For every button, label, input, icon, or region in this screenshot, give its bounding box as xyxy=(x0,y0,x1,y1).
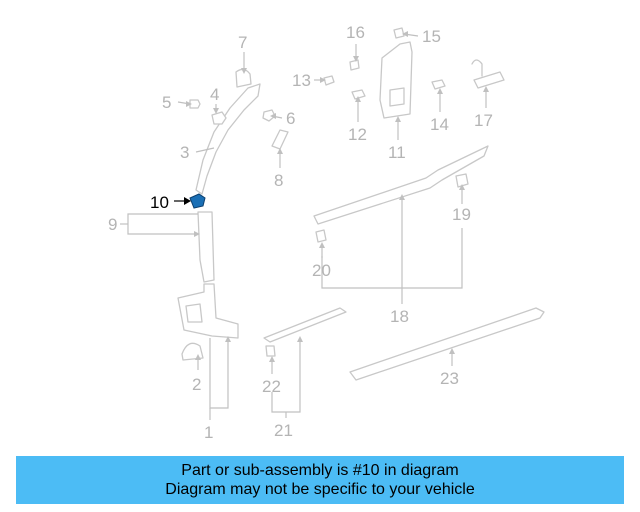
clip-part-15 xyxy=(393,27,405,39)
callout-23: 23 xyxy=(440,369,459,388)
callout-13: 13 xyxy=(292,71,311,90)
callout-2: 2 xyxy=(192,375,201,394)
callout-12: 12 xyxy=(348,125,367,144)
rocker-strip xyxy=(349,307,545,381)
callout-labels: 1 2 3 4 5 6 7 8 9 10 11 12 13 14 15 16 1… xyxy=(108,23,493,442)
callout-7: 7 xyxy=(238,33,247,52)
callout-9: 9 xyxy=(108,215,117,234)
callout-18: 18 xyxy=(390,307,409,326)
clip-part-19 xyxy=(455,173,469,188)
bolt-part-14 xyxy=(431,79,446,90)
bolt-part-5 xyxy=(189,99,201,109)
a-pillar-trim xyxy=(195,83,261,195)
clip-part-22 xyxy=(265,345,276,357)
parts-diagram: 1 2 3 4 5 6 7 8 9 10 11 12 13 14 15 16 1… xyxy=(108,23,545,442)
handle-bracket-17 xyxy=(471,59,483,77)
callout-16: 16 xyxy=(346,23,365,42)
handle-part-17 xyxy=(473,71,505,89)
callout-11: 11 xyxy=(388,143,406,162)
clip-part-6 xyxy=(262,109,276,122)
clip-part-2 xyxy=(181,342,204,361)
bracket-part-7 xyxy=(235,68,252,88)
b-pillar-slot xyxy=(389,87,405,107)
callout-14: 14 xyxy=(430,115,449,134)
clip-part-4 xyxy=(211,111,227,125)
banner-line-part-number: Part or sub-assembly is #10 in diagram xyxy=(181,462,459,479)
highlighted-clip-part-10[interactable] xyxy=(189,193,206,209)
callout-3: 3 xyxy=(180,143,189,162)
kick-panel-inner xyxy=(185,303,203,323)
b-pillar-trim xyxy=(379,41,413,119)
kick-panel xyxy=(177,283,239,339)
clip-part-13 xyxy=(323,75,335,86)
callout-20: 20 xyxy=(312,261,331,280)
callout-1: 1 xyxy=(204,423,213,442)
clip-part-16 xyxy=(349,59,360,71)
callout-6: 6 xyxy=(286,109,295,128)
bolt-part-12 xyxy=(351,89,366,100)
banner-line-disclaimer: Diagram may not be specific to your vehi… xyxy=(165,481,475,498)
callout-21: 21 xyxy=(274,421,293,440)
pad-part-8 xyxy=(271,129,289,150)
clip-part-20 xyxy=(315,229,327,243)
callout-22: 22 xyxy=(262,377,281,396)
leader-lines xyxy=(120,33,487,420)
callout-8: 8 xyxy=(274,171,283,190)
lower-pillar-strip xyxy=(197,211,215,283)
callout-19: 19 xyxy=(452,205,471,224)
lower-moulding xyxy=(263,307,347,343)
scuff-plate xyxy=(313,145,489,225)
info-banner: Part or sub-assembly is #10 in diagram D… xyxy=(16,456,624,504)
callout-15: 15 xyxy=(422,27,441,46)
callout-10[interactable]: 10 xyxy=(150,193,169,212)
callout-5: 5 xyxy=(162,93,171,112)
callout-4: 4 xyxy=(210,85,219,104)
leader-arrows xyxy=(184,31,489,362)
callout-17: 17 xyxy=(474,111,493,130)
